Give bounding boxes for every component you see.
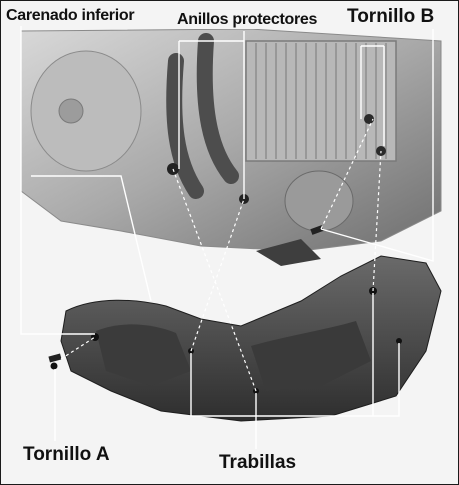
label-screw-b: Tornillo B xyxy=(344,6,437,27)
crankcase-cover xyxy=(31,51,141,171)
oil-filter xyxy=(285,171,353,231)
screw-a xyxy=(48,354,61,370)
label-protective-rings: Anillos protectores xyxy=(174,11,320,29)
engine-assembly xyxy=(21,29,441,266)
label-straps: Trabillas xyxy=(216,452,299,473)
protective-ring-left xyxy=(167,163,179,175)
label-lower-cowl: Carenado inferior xyxy=(3,7,137,25)
label-screw-a: Tornillo A xyxy=(20,444,113,465)
radiator xyxy=(246,41,396,161)
lower-cowl xyxy=(61,256,441,421)
